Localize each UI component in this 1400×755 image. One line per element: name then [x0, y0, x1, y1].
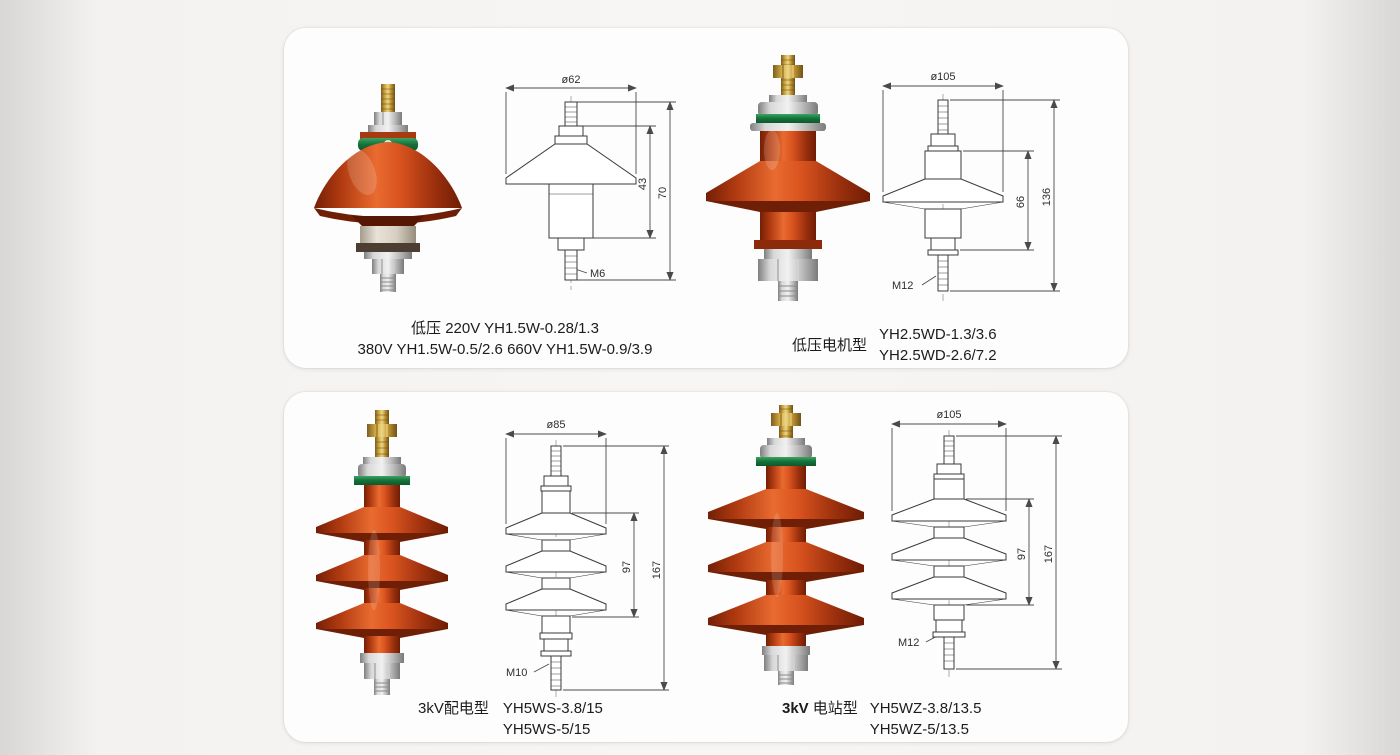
dimension-drawing-yh25wd: ø105 66 136 M12 — [882, 71, 1060, 302]
dimension-lines — [505, 430, 669, 691]
dim-inner-height-label: 97 — [621, 561, 633, 573]
green-label-band — [756, 114, 820, 123]
bottom-nut — [758, 259, 818, 281]
metal-cap — [760, 445, 812, 459]
bottom-nut — [364, 663, 400, 679]
dimension-lines — [882, 82, 1060, 292]
part-outline — [882, 99, 1004, 292]
caption-yh5ws: 3kV配电型 YH5WS-3.8/15 YH5WS-5/15 — [418, 698, 668, 740]
hex-nut — [374, 112, 402, 125]
dimension-drawing-yh15w: ø62 43 70 M6 — [505, 74, 676, 290]
green-label-band — [756, 457, 816, 466]
thread-label: M6 — [590, 268, 605, 280]
caption-yh15w: 低压 220V YH1.5W-0.28/1.3 380V YH1.5W-0.5/… — [330, 318, 680, 360]
dim-inner-height-label: 66 — [1015, 196, 1027, 208]
caption-line-1: YH5WS-3.8/15 — [502, 700, 603, 717]
caption-line-2: YH5WZ-5/13.5 — [869, 721, 969, 738]
caption-line-1: 低压 220V YH1.5W-0.28/1.3 — [411, 320, 599, 337]
caption-yh25wd: 低压电机型 YH2.5WD-1.3/3.6 YH2.5WD-2.6/7.2 — [792, 324, 1092, 366]
caption-prefix: 低压电机型 — [792, 336, 868, 354]
caption-prefix-bold: 3kV — [782, 700, 809, 717]
red-disc — [316, 603, 448, 629]
red-disc — [708, 489, 864, 519]
metal-cap — [358, 464, 406, 478]
green-label-band — [354, 476, 410, 485]
hex-nut — [771, 413, 801, 426]
red-dome — [314, 142, 462, 208]
caption-line-2: 380V YH1.5W-0.5/2.6 660V YH1.5W-0.9/3.9 — [357, 341, 653, 358]
metal-cap — [758, 102, 818, 116]
thread-label: M10 — [506, 667, 527, 679]
part-outline — [891, 435, 1007, 670]
dim-outer-height-label: 167 — [1043, 545, 1055, 563]
bottom-nut — [372, 259, 404, 274]
dim-inner-height-label: 97 — [1016, 548, 1028, 560]
red-disc — [316, 507, 448, 533]
bottom-stud — [380, 274, 396, 292]
dimension-drawing-yh5wz: ø105 97 167 M12 — [891, 409, 1062, 678]
arrester-photo-yh5wz — [708, 405, 864, 685]
thread-label: M12 — [892, 280, 913, 292]
dim-inner-height-label: 43 — [637, 178, 649, 190]
dimension-lines — [891, 420, 1062, 670]
dim-outer-height-label: 136 — [1041, 188, 1053, 206]
hex-nut — [367, 424, 397, 437]
dim-outer-height-label: 167 — [651, 561, 663, 579]
caption-line-1: YH2.5WD-1.3/3.6 — [879, 326, 997, 343]
part-outline — [505, 445, 607, 691]
red-disc — [708, 542, 864, 572]
arrester-photo-yh5ws — [316, 410, 448, 695]
arrester-photo-yh25wd — [706, 55, 870, 301]
dim-diameter-label: ø85 — [547, 419, 566, 431]
ceramic-ring — [360, 226, 416, 243]
part-outline — [505, 101, 637, 281]
red-disc — [706, 161, 870, 201]
arrester-photo-yh15w — [314, 84, 462, 292]
dim-diameter-label: ø105 — [936, 409, 961, 421]
caption-prefix: 3kV配电型 — [418, 700, 489, 717]
bottom-nut — [764, 655, 808, 671]
dim-outer-height-label: 70 — [657, 187, 669, 199]
red-disc — [316, 555, 448, 581]
dimension-lines — [505, 84, 676, 281]
dim-diameter-label: ø62 — [562, 74, 581, 86]
hex-nut — [773, 65, 803, 78]
dimension-drawing-yh5ws: ø85 97 167 M10 — [505, 419, 669, 700]
caption-line-2: YH5WS-5/15 — [502, 721, 591, 738]
caption-line-1: YH5WZ-3.8/13.5 — [869, 700, 982, 717]
caption-prefix-rest: 电站型 — [812, 700, 858, 717]
caption-line-2: YH2.5WD-2.6/7.2 — [879, 347, 997, 364]
dim-diameter-label: ø105 — [930, 71, 955, 83]
thread-label: M12 — [898, 637, 919, 649]
red-disc — [708, 595, 864, 625]
